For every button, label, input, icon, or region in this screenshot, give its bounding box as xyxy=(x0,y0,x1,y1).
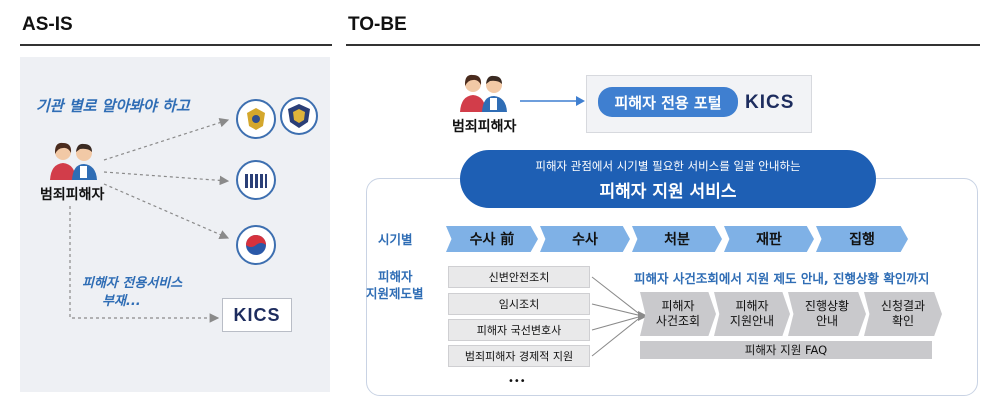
guide-step-line2: 사건조회 xyxy=(655,314,701,328)
asis-dashed-arrows xyxy=(69,118,230,323)
asis-no-service-line1: 피해자 전용서비스 xyxy=(82,276,183,291)
system-row-label-1: 피해자 xyxy=(378,269,413,284)
asis-rule xyxy=(20,44,332,46)
guide-step-line1: 피해자 xyxy=(661,299,695,313)
guide-step-line2: 안내 xyxy=(815,314,839,328)
service-banner xyxy=(460,150,876,208)
prosecution-emblem-icon xyxy=(280,97,318,135)
police-emblem-icon xyxy=(236,99,276,139)
guide-title: 피해자 사건조회에서 지원 제도 안내, 진행상황 확인까지 xyxy=(634,271,930,286)
court-emblem-icon xyxy=(236,160,276,200)
tobe-kics-logo: KICS xyxy=(745,92,795,113)
banner-subtitle: 피해자 관점에서 시기별 필요한 서비스를 일괄 안내하는 xyxy=(535,159,801,173)
victim-people-icon xyxy=(50,142,97,180)
stage-chevron: 수사 前 xyxy=(446,226,538,252)
asis-find-text: 기관 별로 알아봐야 하고 xyxy=(36,97,190,115)
system-converge-lines xyxy=(591,276,648,357)
guide-step: 피해자 사건조회 xyxy=(640,292,716,336)
system-row-label-2: 지원제도별 xyxy=(366,286,424,301)
system-item: 신변안전조치 xyxy=(448,266,590,288)
guide-step: 진행상황 안내 xyxy=(788,292,866,336)
stage-row-label: 시기별 xyxy=(378,232,413,247)
government-emblem-icon xyxy=(236,225,276,265)
banner-title: 피해자 지원 서비스 xyxy=(599,182,737,202)
kics-logo: KICS xyxy=(233,304,281,325)
tobe-rule xyxy=(346,44,980,46)
asis-kics-box: KICS xyxy=(222,298,292,332)
tobe-victim-people-icon xyxy=(460,74,507,112)
guide-step-line2: 확인 xyxy=(891,314,915,328)
stage-chevron: 집행 xyxy=(816,226,908,252)
stage-chevron: 처분 xyxy=(632,226,722,252)
guide-step-line1: 신청결과 xyxy=(880,299,926,313)
guide-step-line1: 진행상황 xyxy=(804,299,850,313)
asis-no-service-line2: 부재... xyxy=(102,294,141,309)
system-item: 피해자 국선변호사 xyxy=(448,319,590,341)
tobe-title: TO-BE xyxy=(348,14,407,35)
guide-step-line1: 피해자 xyxy=(735,299,769,313)
faq-bar: 피해자 지원 FAQ xyxy=(640,341,932,359)
stage-chevron: 수사 xyxy=(540,226,630,252)
asis-panel xyxy=(20,57,330,392)
asis-title: AS-IS xyxy=(22,14,73,35)
guide-step-line2: 지원안내 xyxy=(729,314,775,328)
guide-step: 피해자 지원안내 xyxy=(714,292,790,336)
tobe-victim-label: 범죄피해자 xyxy=(452,119,517,135)
system-item: 범죄피해자 경제적 지원 xyxy=(448,345,590,367)
tobe-arrow xyxy=(520,96,585,106)
guide-step: 신청결과 확인 xyxy=(864,292,942,336)
system-item: 임시조치 xyxy=(448,293,590,315)
asis-victim-label: 범죄피해자 xyxy=(40,187,105,203)
system-ellipsis: ••• xyxy=(508,376,526,387)
stage-chevron: 재판 xyxy=(724,226,814,252)
victim-portal-button[interactable]: 피해자 전용 포털 xyxy=(598,87,738,117)
